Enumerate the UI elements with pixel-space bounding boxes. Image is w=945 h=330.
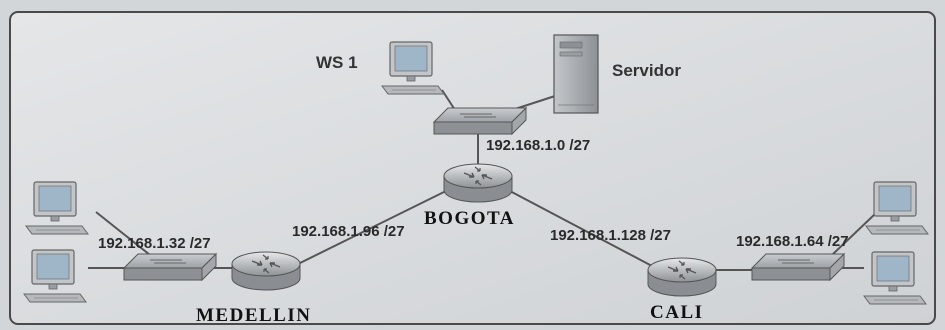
network-label-bogota-lan: 192.168.1.0 /27 xyxy=(486,137,590,154)
medellin-router-icon xyxy=(231,251,301,291)
bogota-router-icon xyxy=(443,163,513,203)
network-label-medellin-lan: 192.168.1.32 /27 xyxy=(98,235,211,252)
server-tower-icon xyxy=(553,34,599,114)
medellin-switch-icon xyxy=(123,253,217,281)
link-ws1-switch xyxy=(441,89,456,111)
server-label: Servidor xyxy=(612,61,681,80)
cali-switch-icon xyxy=(751,253,845,281)
link-pc-top-left xyxy=(95,211,151,256)
network-links xyxy=(88,89,876,271)
link-bogota-cali xyxy=(507,189,653,267)
link-pc-top-right xyxy=(831,213,876,256)
ws1-label: WS 1 xyxy=(316,53,358,72)
router-label-medellin: MEDELLIN xyxy=(196,305,311,326)
network-label-bogota-cali: 192.168.1.128 /27 xyxy=(550,227,671,244)
cali-router-icon xyxy=(647,257,717,297)
bogota-switch-icon xyxy=(433,107,527,135)
router-label-bogota: BOGOTA xyxy=(424,208,515,229)
network-label-cali-lan: 192.168.1.64 /27 xyxy=(736,233,849,250)
network-label-medellin-bogota: 192.168.1.96 /27 xyxy=(292,223,405,240)
link-medellin-bogota xyxy=(297,189,449,265)
router-label-cali: CALI xyxy=(650,302,704,323)
